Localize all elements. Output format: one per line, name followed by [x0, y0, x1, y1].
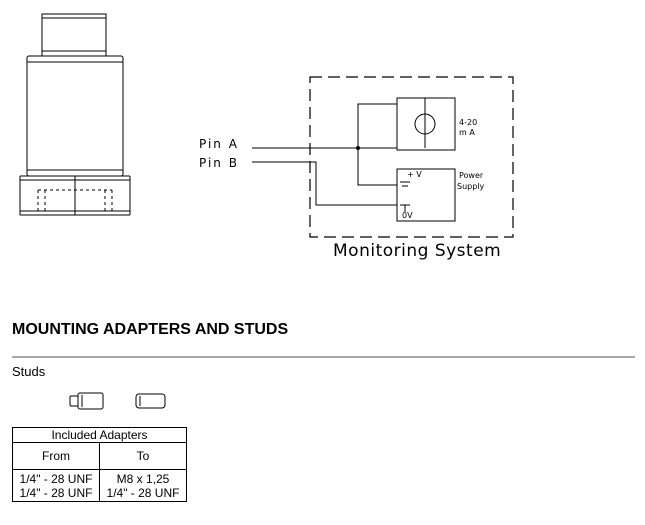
stud-stepped-icon: [69, 392, 104, 410]
table-cell: 1/4" - 28 UNF: [12, 469, 100, 486]
table-caption: Included Adapters: [12, 427, 187, 443]
meter-label-line2: m A: [459, 128, 475, 137]
power-supply: [396, 168, 456, 222]
current-meter: [396, 97, 456, 151]
included-adapters-table: Included Adapters From To 1/4" - 28 UNF …: [12, 427, 187, 502]
meter-label-line1: 4-20: [459, 118, 478, 127]
section-heading: MOUNTING ADAPTERS AND STUDS: [12, 321, 289, 338]
table-cell: 1/4" - 28 UNF: [99, 486, 187, 502]
power-supply-label-line2: Supply: [457, 182, 485, 191]
zero-v-label: 0V: [402, 211, 413, 220]
monitoring-system-label: Monitoring System: [333, 241, 502, 261]
table-cell: 1/4" - 28 UNF: [12, 486, 100, 502]
wires: [252, 103, 398, 206]
power-supply-label-line1: Power: [459, 171, 484, 180]
wiring-diagram: [19, 13, 514, 238]
pin-a-label: Pin A: [199, 137, 239, 151]
monitoring-system-box: [309, 76, 514, 238]
column-header-from: From: [12, 442, 100, 470]
table-row: 1/4" - 28 UNF M8 x 1,25: [12, 469, 187, 486]
column-header-to: To: [99, 442, 187, 470]
table-cell: M8 x 1,25: [99, 469, 187, 486]
pin-b-label: Pin B: [199, 156, 239, 170]
studs-heading: Studs: [12, 364, 46, 379]
table-row: 1/4" - 28 UNF 1/4" - 28 UNF: [12, 486, 187, 502]
plus-v-label: + V: [407, 170, 422, 179]
sensor-drawing: [19, 13, 131, 216]
studs-illustration: [69, 392, 166, 410]
stud-plain-icon: [135, 393, 166, 409]
section-divider: [12, 356, 635, 358]
